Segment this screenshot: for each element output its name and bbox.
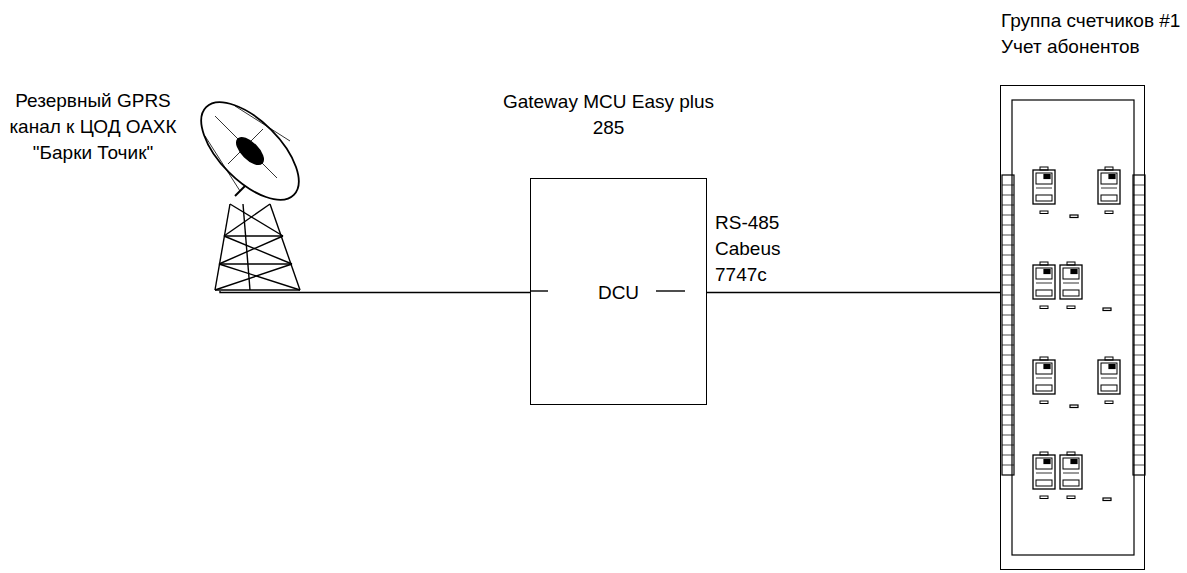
lead-line bbox=[656, 290, 685, 291]
meter-cabinet bbox=[1002, 100, 1145, 555]
node-heading: Резервный GPRS канал к ЦОД ОАХК "Барки Т… bbox=[3, 88, 183, 166]
gateway-box: Gateway MCU Easy plus 285DCU bbox=[530, 178, 707, 405]
connector-line bbox=[707, 292, 1000, 293]
cable-label: RS-485 Cabeus 7747c bbox=[715, 210, 795, 288]
satellite-node: Резервный GPRS канал к ЦОД ОАХК "Барки Т… bbox=[195, 96, 300, 291]
satellite-dish bbox=[185, 86, 315, 290]
node-label: DCU bbox=[531, 280, 706, 306]
node-heading: Gateway MCU Easy plus 285 bbox=[486, 89, 731, 141]
meter-cabinet-node: Группа счетчиков #1 Учет абонентов bbox=[1000, 85, 1145, 570]
connector-line bbox=[220, 291, 530, 293]
node-heading: Группа счетчиков #1 Учет абонентов bbox=[1001, 8, 1181, 60]
lead-line bbox=[530, 290, 548, 291]
